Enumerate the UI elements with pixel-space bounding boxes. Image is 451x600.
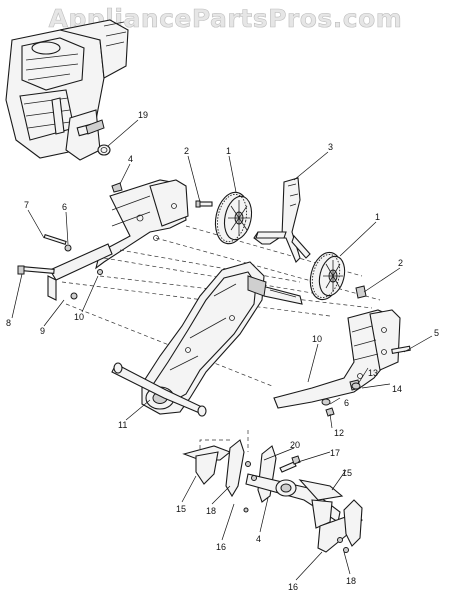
callout-4-upper: 4 bbox=[128, 154, 133, 164]
callout-labels: 19 1 2 3 4 7 6 8 9 10 1 2 5 10 11 13 14 … bbox=[6, 110, 439, 592]
alignment-lines bbox=[61, 225, 381, 460]
callout-2-upper: 2 bbox=[184, 146, 189, 156]
callout-8: 8 bbox=[6, 318, 11, 328]
callout-10-left: 10 bbox=[74, 312, 84, 322]
left-frame-bracket bbox=[47, 179, 189, 301]
engine bbox=[5, 19, 129, 161]
callout-10-right: 10 bbox=[312, 334, 322, 344]
part-2-axle-pin bbox=[355, 285, 367, 299]
callout-13: 13 bbox=[368, 368, 378, 378]
callout-9: 9 bbox=[40, 326, 45, 336]
callout-12: 12 bbox=[334, 428, 344, 438]
chain-case bbox=[111, 261, 303, 417]
left-hardware bbox=[17, 182, 213, 300]
callout-15-left: 15 bbox=[176, 504, 186, 514]
callout-18-left: 18 bbox=[206, 506, 216, 516]
callout-11: 11 bbox=[118, 420, 127, 430]
callout-6-upper: 6 bbox=[62, 202, 67, 212]
callout-19: 19 bbox=[138, 110, 148, 120]
part-19-bushing bbox=[97, 144, 111, 156]
callout-7: 7 bbox=[24, 200, 29, 210]
callout-1-lower: 1 bbox=[375, 212, 380, 222]
wheel-upper bbox=[214, 191, 253, 245]
callout-17: 17 bbox=[330, 448, 340, 458]
callout-15-right: 15 bbox=[342, 468, 352, 478]
callout-6-lower: 6 bbox=[344, 398, 349, 408]
leader-lines bbox=[11, 119, 433, 581]
callout-20: 20 bbox=[290, 440, 300, 450]
wheel-lower bbox=[309, 251, 346, 301]
right-frame-bracket bbox=[273, 309, 411, 417]
callout-1-upper: 1 bbox=[226, 146, 231, 156]
callout-18-right: 18 bbox=[346, 576, 356, 586]
callout-16-left: 16 bbox=[216, 542, 226, 552]
callout-14: 14 bbox=[392, 384, 402, 394]
tine-assembly bbox=[182, 439, 363, 553]
callout-5: 5 bbox=[434, 328, 439, 338]
callout-4-lower: 4 bbox=[256, 534, 261, 544]
wheel-bracket-arm bbox=[253, 177, 311, 263]
callout-2-lower: 2 bbox=[398, 258, 403, 268]
callout-16-right: 16 bbox=[288, 582, 298, 592]
callout-3: 3 bbox=[328, 142, 333, 152]
